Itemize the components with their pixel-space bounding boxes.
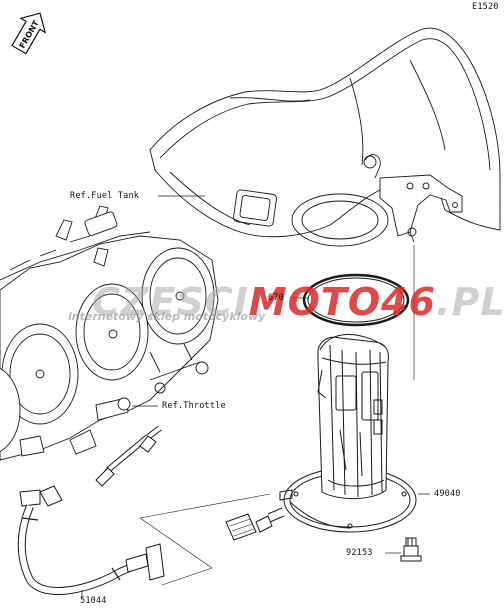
connector-guides — [139, 493, 271, 586]
throttle-bodies — [0, 205, 219, 461]
label-gasket: 670 — [268, 293, 284, 303]
bolt-92153 — [400, 537, 422, 562]
watermark-brand: CZESCIMOTO46.PL — [92, 280, 504, 324]
fuel-pump-49040 — [279, 334, 417, 533]
fuel-tank — [149, 27, 501, 247]
label-fuel-tank: Ref.Fuel Tank — [70, 191, 140, 201]
wiring-connector — [225, 507, 285, 541]
gasket-670 — [302, 273, 410, 327]
label-bolt: 92153 — [346, 548, 373, 558]
label-throttle: Ref.Throttle — [162, 401, 226, 411]
watermark-tagline: internetowy sklep motocyklowy — [68, 310, 266, 323]
label-hose: 51044 — [80, 596, 107, 606]
label-pump: 49040 — [434, 489, 461, 499]
fuel-hose-51044 — [17, 425, 165, 595]
diagram-code: E1520 — [472, 2, 499, 12]
front-arrow-icon — [11, 12, 47, 55]
